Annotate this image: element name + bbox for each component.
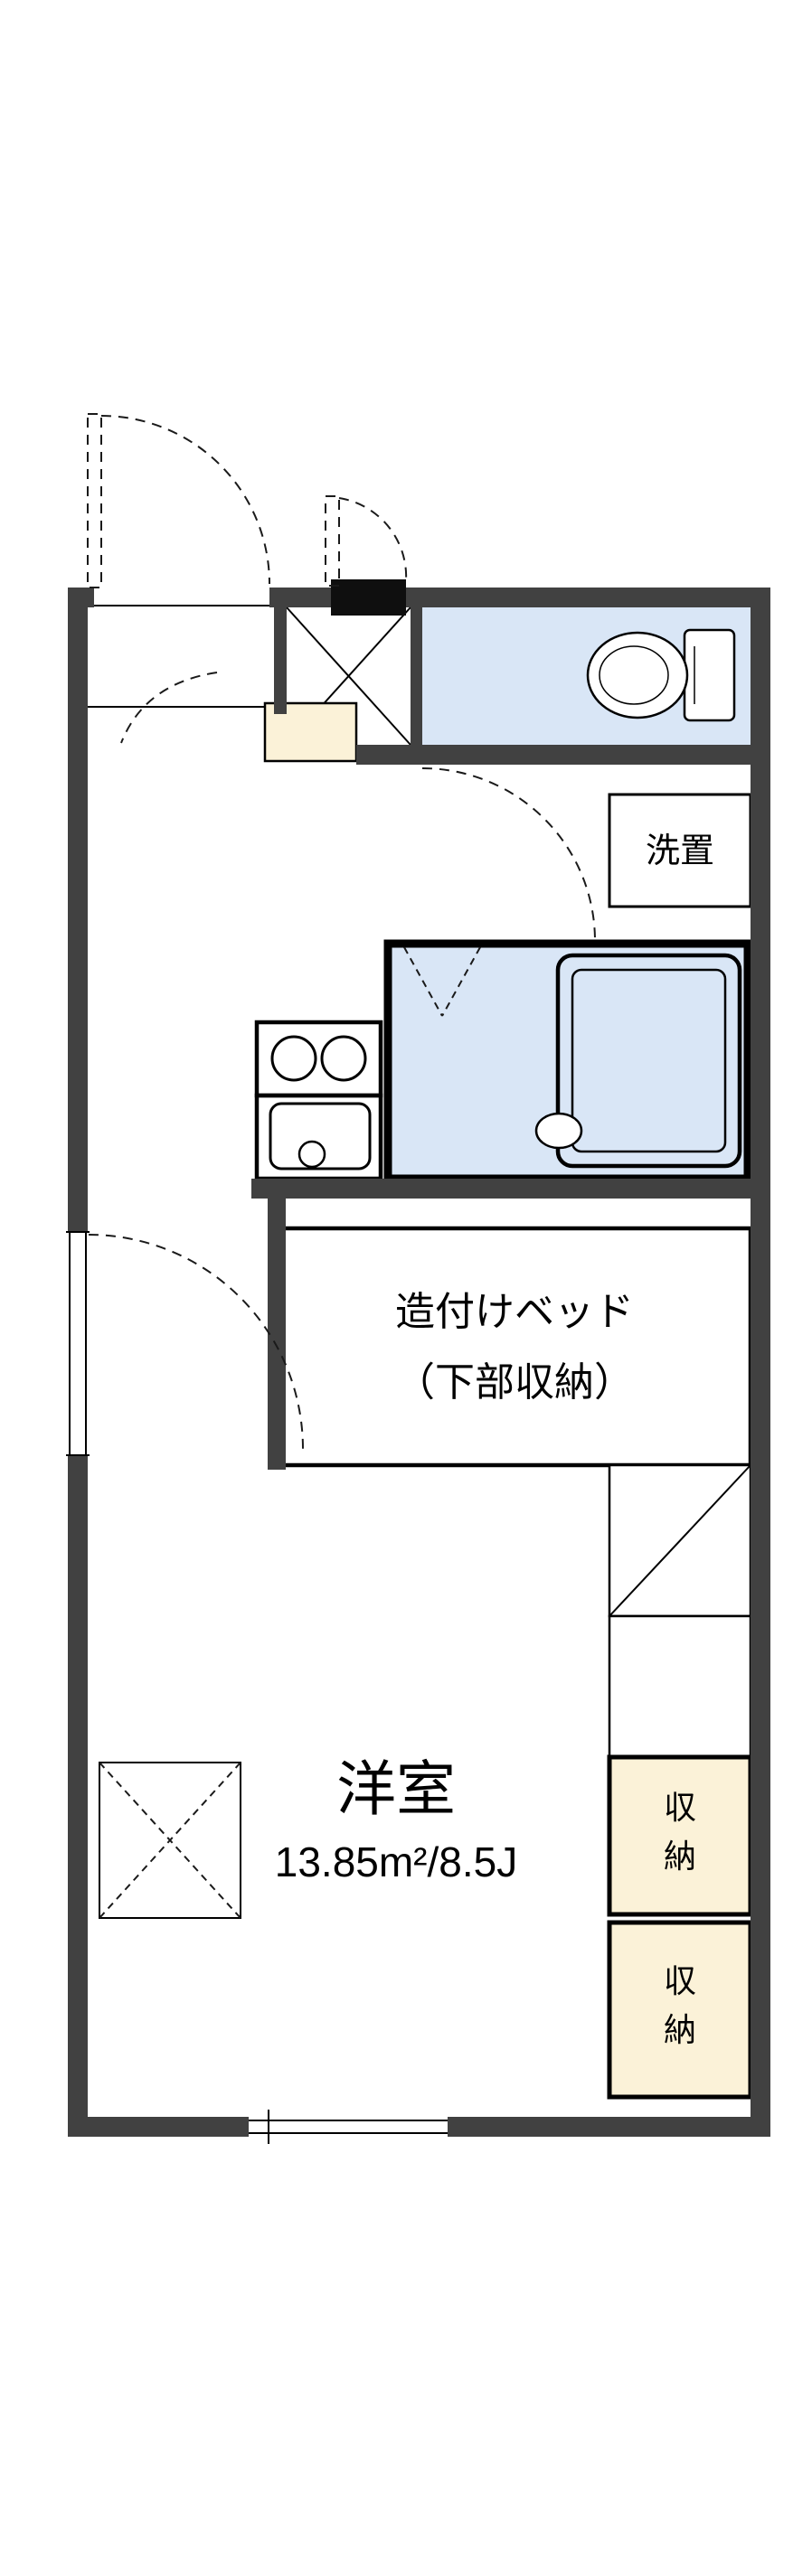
empty-box — [608, 1614, 752, 1759]
wall-top-seg2 — [269, 588, 331, 607]
closet-diagonal-line — [609, 1464, 751, 1617]
bathtub-inner — [571, 968, 727, 1153]
wall-toilet-left — [411, 607, 422, 745]
toilet-icon — [586, 628, 736, 722]
bath-door-fold-line — [403, 946, 443, 1017]
wall-bed-left — [268, 1199, 286, 1470]
dashed-square-outline — [99, 1762, 241, 1919]
door-swings — [87, 413, 596, 1450]
bath-drain — [534, 1112, 583, 1150]
storage-box-2 — [607, 1920, 753, 2100]
storage1-label-line2: 納 — [664, 1838, 696, 1875]
storage-box-1 — [607, 1754, 753, 1917]
dashed-square-diagonal — [99, 1762, 241, 1919]
storage2-label-line1: 収 — [664, 1962, 696, 1999]
second-door-arc — [338, 497, 408, 582]
second-door-leaf — [325, 495, 340, 587]
wall-under-toilet — [356, 745, 770, 765]
washroom-door-arc — [421, 767, 596, 942]
wall-bottom-seg2 — [448, 2117, 770, 2137]
walls — [68, 588, 770, 2137]
front-door-leaf — [87, 413, 102, 588]
room-name-label: 洋室 — [336, 1755, 456, 1822]
right-column: 収 納 収 納 — [607, 1463, 753, 2100]
wall-right — [751, 588, 770, 2137]
wall-bottom-seg1 — [68, 2117, 249, 2137]
storage2-label-line2: 納 — [664, 2011, 696, 2048]
kitchen-sink-basin — [269, 1102, 372, 1170]
toilet-bowl — [586, 631, 689, 719]
wall-kitchen-bottom — [251, 1179, 770, 1199]
built-in-bed: 造付けベッド （下部収納） — [276, 1226, 753, 1468]
bed-label-line2: （下部収納） — [395, 1360, 634, 1405]
wall-top-seg1 — [68, 588, 94, 607]
front-door-arc — [100, 415, 270, 585]
entry-pillar — [331, 579, 406, 616]
wall-vestibule-left — [274, 607, 287, 714]
dashed-square — [99, 1762, 241, 1919]
toilet-tank — [683, 628, 736, 722]
windows — [66, 1231, 448, 2144]
stove-burner-left — [270, 1035, 317, 1082]
sink-drain — [297, 1140, 326, 1169]
washer-label: 洗置 — [646, 832, 714, 870]
bathtub — [403, 946, 742, 1169]
stove-burner-right — [320, 1035, 367, 1082]
room-area-label: 13.85m²/8.5J — [275, 1838, 517, 1885]
genkan-inner-door-arc — [120, 672, 218, 744]
bed-label-line1: 造付けベッド — [395, 1290, 634, 1334]
storage1-label-line1: 収 — [664, 1789, 696, 1826]
bath-door-fold-line — [441, 946, 481, 1017]
wall-top-seg3 — [406, 588, 770, 607]
bathtub-outer — [555, 953, 742, 1169]
toilet-bowl-inner — [599, 645, 669, 705]
